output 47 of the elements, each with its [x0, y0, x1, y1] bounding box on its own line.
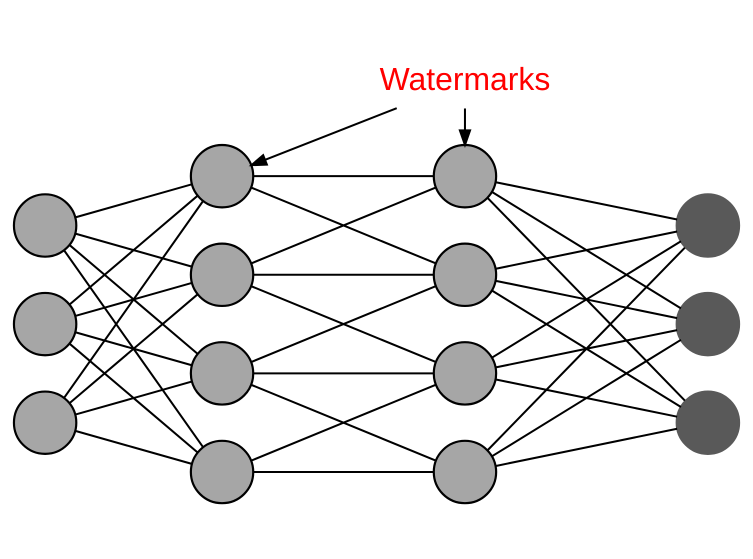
- connector: [251, 285, 436, 363]
- connector: [496, 280, 678, 320]
- connector: [496, 378, 678, 418]
- node-circle: [432, 440, 498, 504]
- connector: [496, 230, 678, 270]
- connector: [75, 430, 192, 465]
- connector: [69, 195, 198, 305]
- arrow: [458, 108, 472, 148]
- arrow: [248, 107, 398, 166]
- connector: [253, 372, 434, 374]
- node-circle: [12, 193, 78, 258]
- connector: [487, 197, 686, 402]
- connector: [75, 232, 192, 268]
- node-circle: [676, 292, 740, 356]
- connector: [492, 290, 682, 408]
- node-text: Watermarks: [380, 61, 550, 98]
- node-circle: [432, 144, 498, 208]
- connector: [496, 428, 678, 467]
- node-circle: [190, 242, 254, 308]
- connector: [75, 183, 192, 218]
- node-circle: [676, 193, 740, 258]
- node-circle: [190, 341, 254, 406]
- connector: [63, 250, 204, 448]
- connector: [253, 175, 434, 178]
- connector: [492, 338, 682, 458]
- node-circle: [432, 341, 498, 406]
- node-circle: [12, 292, 78, 356]
- connector: [496, 329, 678, 368]
- node-circle: [190, 440, 254, 504]
- connector: [75, 282, 192, 317]
- connector: [253, 274, 434, 276]
- connector: [63, 200, 204, 398]
- connector: [487, 246, 686, 451]
- connector: [69, 294, 198, 404]
- node-circle: [190, 144, 254, 208]
- connector: [492, 191, 682, 310]
- connector: [251, 186, 436, 264]
- connector: [69, 343, 198, 454]
- connector: [253, 471, 434, 474]
- connector: [492, 240, 682, 358]
- connector: [75, 331, 192, 366]
- connector: [69, 244, 198, 355]
- node-circle: [432, 242, 498, 308]
- connector: [496, 181, 678, 220]
- connector: [75, 380, 192, 416]
- node-circle: [12, 390, 78, 455]
- node-circle: [676, 390, 740, 455]
